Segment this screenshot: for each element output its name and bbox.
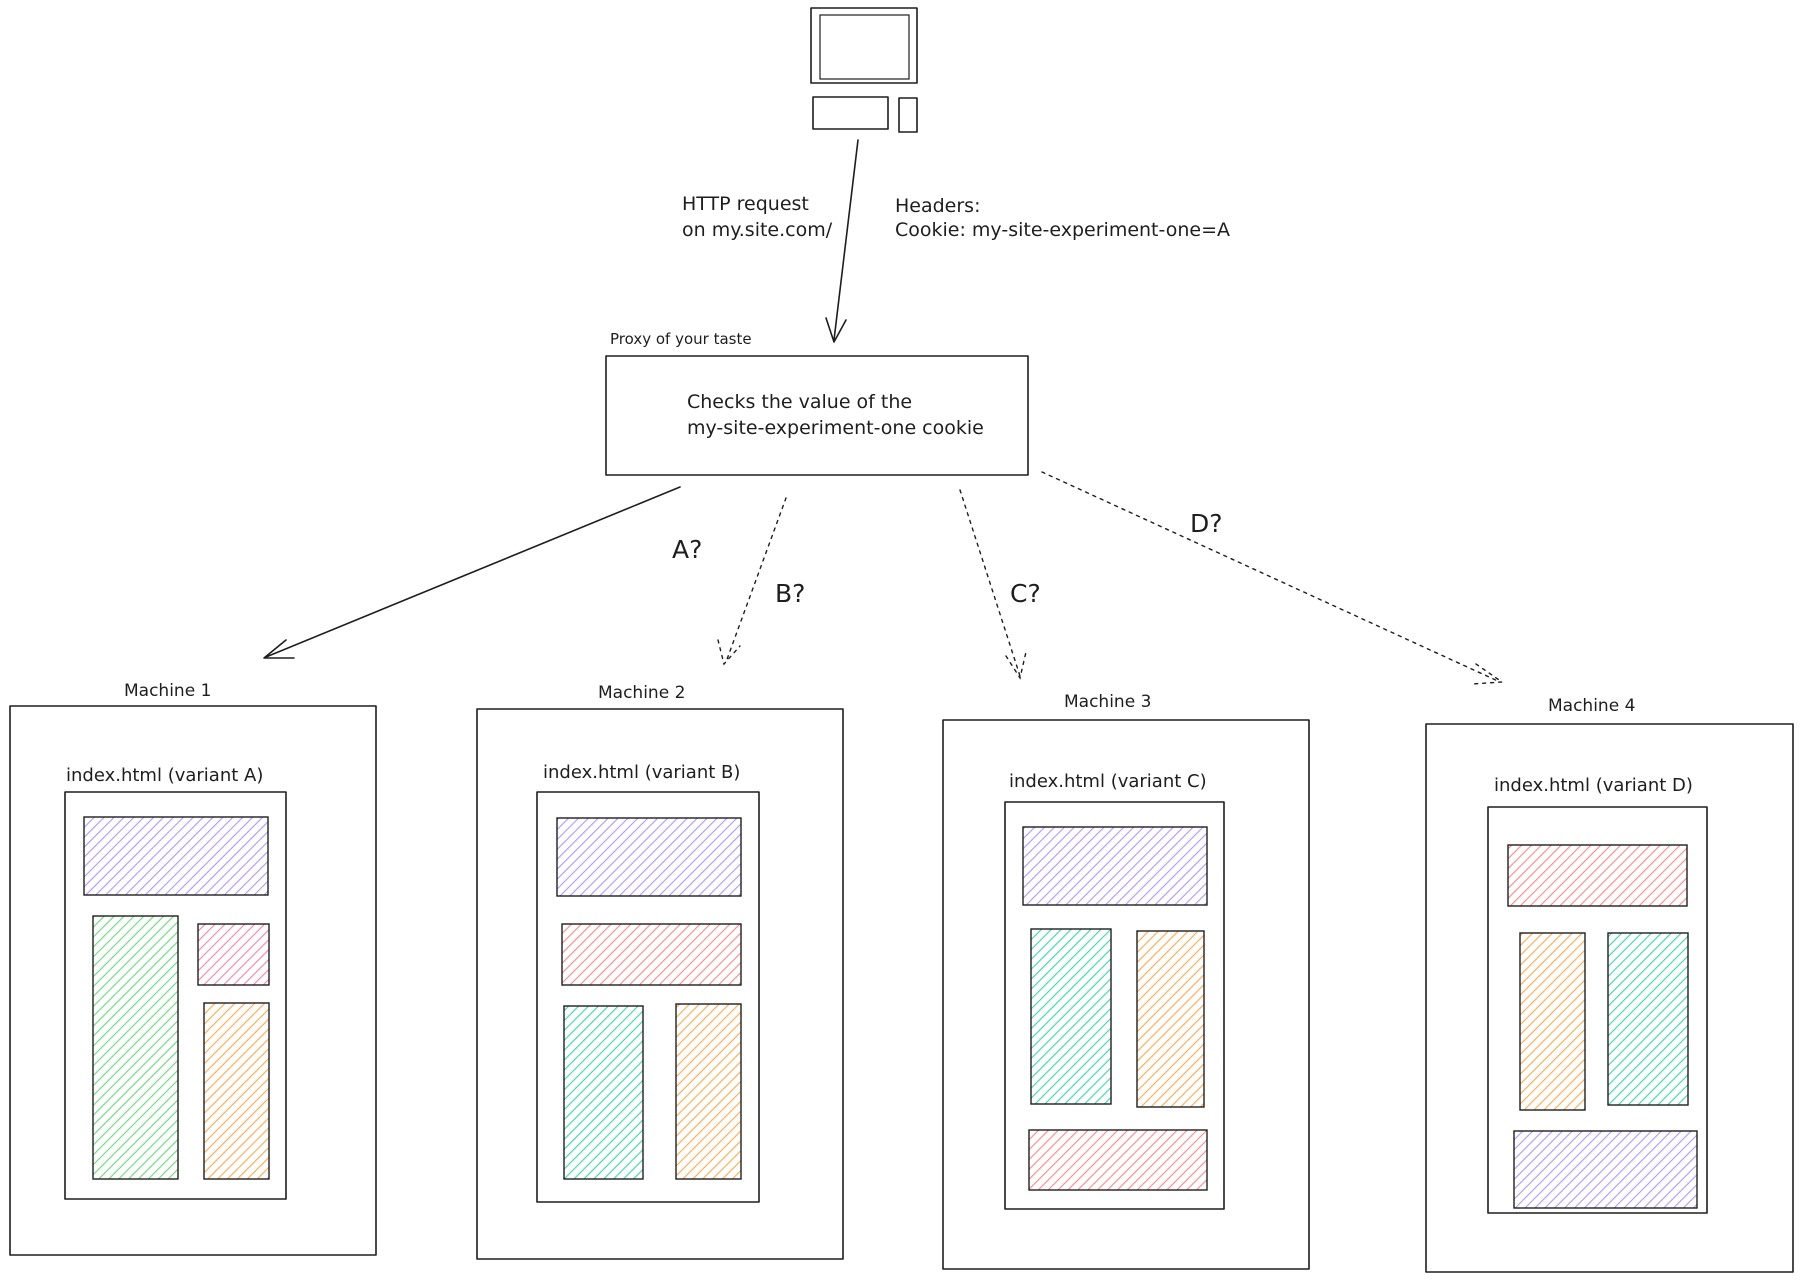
- machine-2: Machine 2 index.html (variant B): [476, 683, 844, 1260]
- header-block: [83, 816, 269, 896]
- content-block: [203, 1002, 270, 1180]
- right-column-block: [1607, 932, 1689, 1106]
- branch-label-d: D?: [1190, 509, 1223, 538]
- machine-frame: [942, 719, 1310, 1270]
- request-label-line1: HTTP request: [682, 193, 809, 215]
- page-file-label: index.html (variant C): [1009, 771, 1207, 792]
- page-frame: [536, 791, 760, 1203]
- proxy-caption: Proxy of your taste: [610, 330, 752, 348]
- page-file-label: index.html (variant A): [66, 765, 263, 786]
- footer-block: [1028, 1129, 1208, 1191]
- machine-4: Machine 4 index.html (variant D): [1425, 696, 1794, 1273]
- proxy-text-line1: Checks the value of the: [687, 391, 912, 413]
- arrow-to-machine-2: [717, 497, 787, 666]
- machine-title: Machine 2: [598, 683, 685, 703]
- left-column-block: [1519, 932, 1586, 1111]
- proxy-box: [605, 355, 1029, 476]
- proxy-text-line2: my-site-experiment-one cookie: [687, 417, 984, 439]
- arrow-to-machine-4: [1041, 471, 1505, 685]
- branch-label-a: A?: [672, 535, 702, 564]
- page-frame: [64, 791, 287, 1200]
- page-frame: [1004, 801, 1225, 1210]
- machine-frame: [9, 705, 377, 1256]
- headers-label: Headers:: [895, 195, 980, 217]
- page-file-label: index.html (variant D): [1494, 775, 1693, 796]
- branch-label-c: C?: [1010, 579, 1041, 608]
- branch-label-b: B?: [775, 579, 805, 608]
- machine-1: Machine 1 index.html (variant A): [9, 681, 377, 1256]
- right-column-block: [675, 1003, 742, 1180]
- cookie-header-value: Cookie: my-site-experiment-one=A: [895, 219, 1230, 241]
- page-frame: [1487, 806, 1708, 1214]
- machine-frame: [476, 708, 844, 1260]
- request-label-line2: on my.site.com/: [682, 219, 833, 241]
- right-column-block: [1136, 930, 1205, 1108]
- left-column-block: [1030, 928, 1112, 1105]
- machine-title: Machine 3: [1064, 692, 1151, 712]
- left-column-block: [563, 1005, 644, 1180]
- machine-title: Machine 1: [124, 681, 211, 701]
- request-arrow: [825, 139, 859, 343]
- footer-block: [1513, 1130, 1698, 1209]
- machine-title: Machine 4: [1548, 696, 1635, 716]
- computer-icon: [810, 7, 918, 133]
- machine-frame: [1425, 723, 1794, 1273]
- sidebar-block: [92, 915, 179, 1180]
- banner-block: [1507, 844, 1688, 907]
- arrow-to-machine-1: [263, 486, 681, 659]
- header-block: [556, 817, 742, 897]
- header-block: [1022, 826, 1208, 906]
- banner-block: [561, 923, 742, 986]
- widget-block: [197, 923, 270, 986]
- machine-3: Machine 3 index.html (variant C): [942, 692, 1310, 1270]
- page-file-label: index.html (variant B): [543, 762, 740, 783]
- arrow-to-machine-3: [959, 489, 1027, 680]
